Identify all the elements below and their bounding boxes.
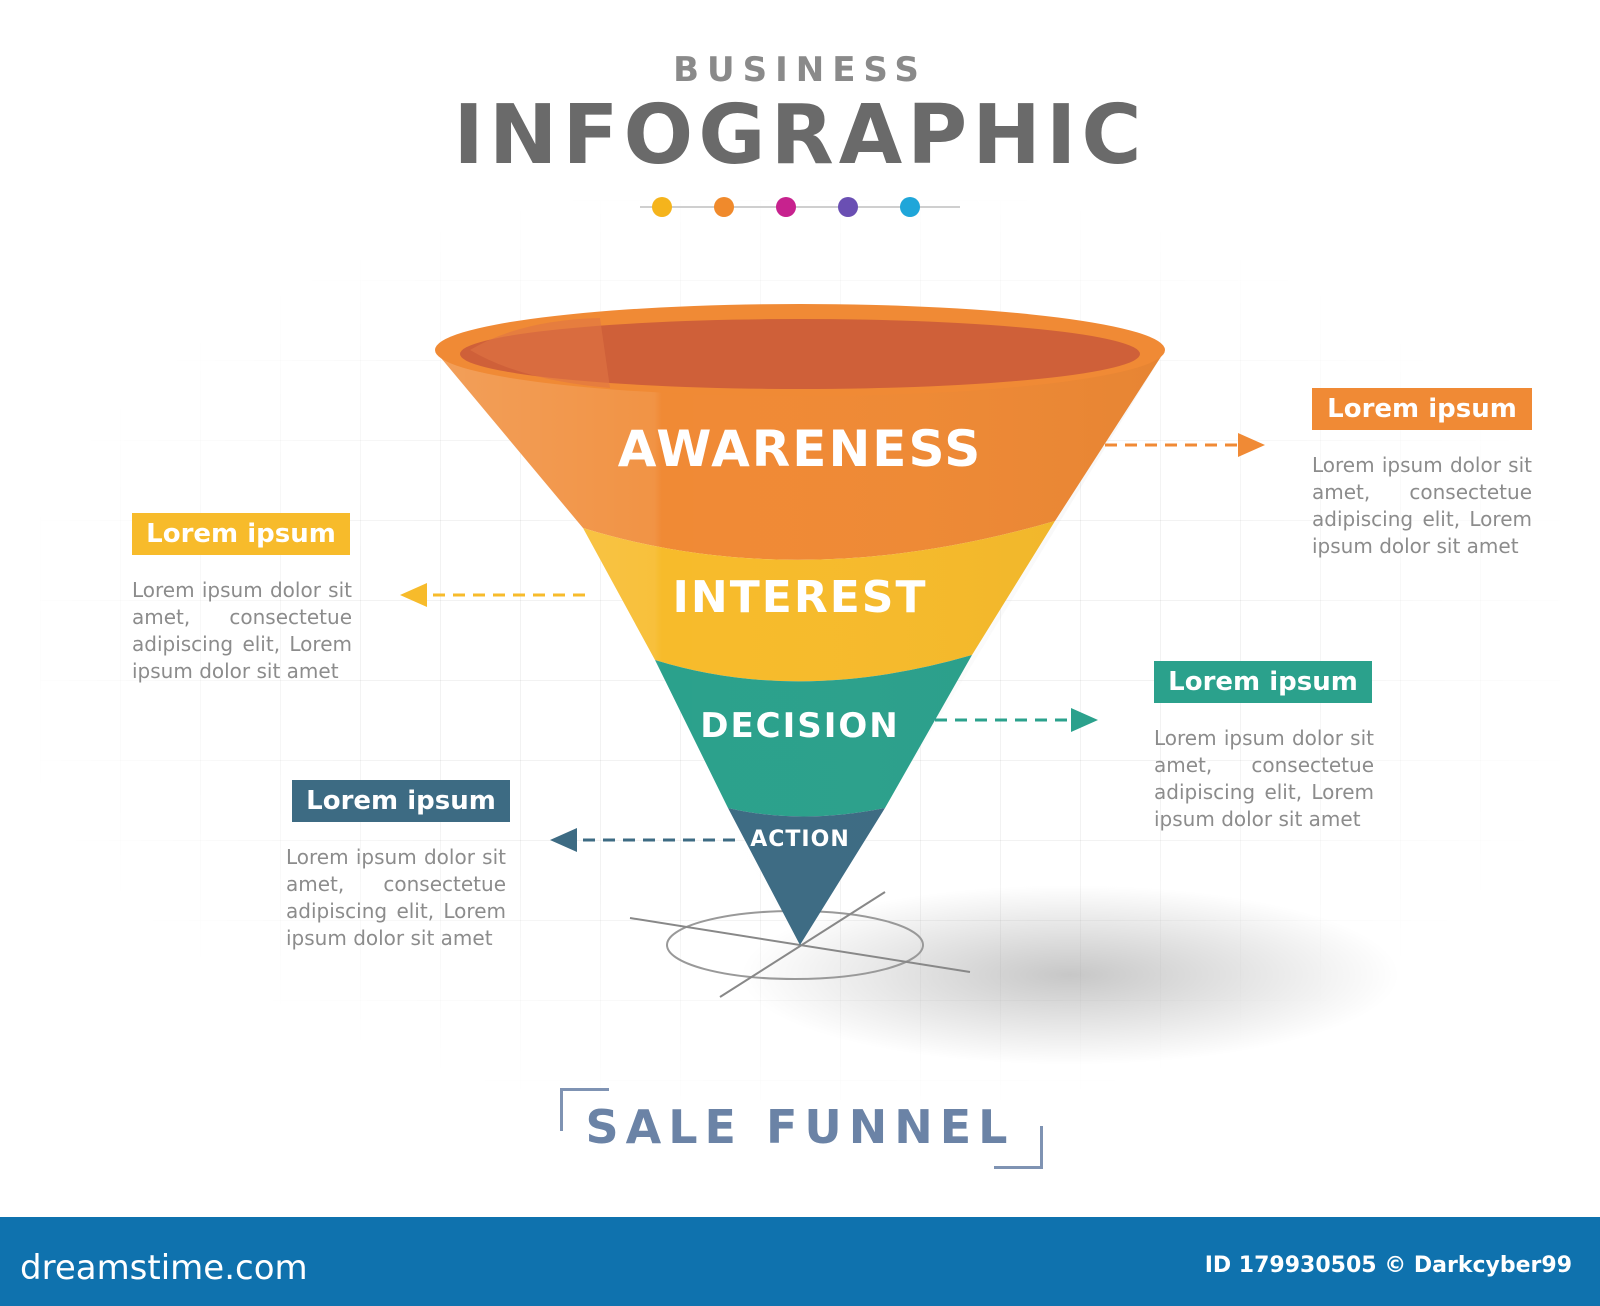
header-dot: [776, 197, 796, 217]
arrow-action: [550, 828, 735, 852]
header-subtitle: BUSINESS: [673, 50, 927, 90]
header-dot: [900, 197, 920, 217]
funnel-inner-highlight: [470, 318, 610, 388]
header-title: INFOGRAPHIC: [453, 88, 1147, 183]
funnel-sheen: [436, 352, 1164, 945]
arrow-decision: [935, 708, 1098, 732]
footer-credit: ID 179930505 © Darkcyber99: [1204, 1253, 1572, 1278]
footer-logo[interactable]: dreamstime.com: [20, 1248, 308, 1288]
stage-label-decision: DECISION: [700, 706, 900, 746]
tag-action: Lorem ipsum: [292, 780, 510, 822]
funnel-shadow: [740, 885, 1400, 1065]
arrow-interest: [400, 583, 585, 607]
header-dots: [640, 192, 960, 222]
stage-label-action: ACTION: [750, 827, 850, 852]
bracket-right: [994, 1126, 1043, 1169]
tag-awareness: Lorem ipsum: [1312, 388, 1532, 430]
header-dot: [652, 197, 672, 217]
stage-label-awareness: AWARENESS: [617, 420, 983, 478]
tag-decision: Lorem ipsum: [1154, 661, 1372, 703]
desc-interest: Lorem ipsum dolor sit amet, consectetue …: [132, 578, 352, 683]
footer-bar: [0, 1217, 1600, 1306]
header-dot: [714, 197, 734, 217]
dots-line: [640, 206, 960, 208]
bottom-title: SALE FUNNEL: [585, 1100, 1015, 1154]
desc-awareness: Lorem ipsum dolor sit amet, consectetue …: [1312, 453, 1532, 558]
desc-decision: Lorem ipsum dolor sit amet, consectetue …: [1154, 726, 1374, 831]
stage-label-interest: INTEREST: [672, 572, 928, 623]
header-dot: [838, 197, 858, 217]
desc-action: Lorem ipsum dolor sit amet, consectetue …: [286, 845, 506, 950]
arrow-awareness: [1105, 433, 1265, 457]
ground-line: [719, 891, 886, 998]
funnel-inner: [460, 319, 1140, 389]
tag-interest: Lorem ipsum: [132, 513, 350, 555]
bracket-left: [560, 1088, 609, 1131]
